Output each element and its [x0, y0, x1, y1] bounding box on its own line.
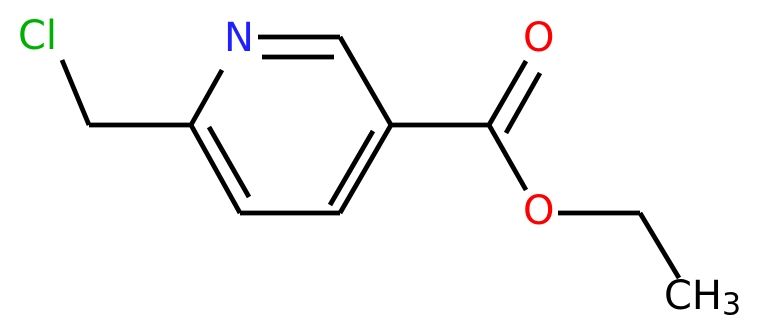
atom-o-carbonyl: O: [523, 15, 554, 61]
bond-c3-c4: [337, 123, 394, 215]
atom-ch3-subscript: 3: [722, 288, 741, 323]
atom-ch3: CH3: [664, 273, 741, 323]
atom-o-ester: O: [523, 188, 554, 234]
bond-ch2-ch3: [637, 211, 682, 280]
atom-labels: Cl N O O CH3: [18, 13, 741, 323]
atom-ch3-main: CH: [664, 273, 722, 319]
bond-c5-c6: [188, 123, 243, 215]
bond-c2-c3: [337, 35, 394, 127]
bond-c5-c6-inner: [206, 125, 252, 199]
bonds: [59, 34, 682, 280]
bond-carbonyl-ester-o: [486, 123, 529, 192]
bond-carbonyl-o-inner: [503, 71, 543, 135]
bond-c3-c4-inner: [327, 129, 376, 207]
bond-c6-n: [188, 68, 225, 127]
atom-n: N: [224, 15, 254, 61]
bond-cl-ch2: [59, 59, 92, 126]
bond-carbonyl-o: [486, 59, 529, 127]
atom-cl: Cl: [18, 13, 57, 59]
